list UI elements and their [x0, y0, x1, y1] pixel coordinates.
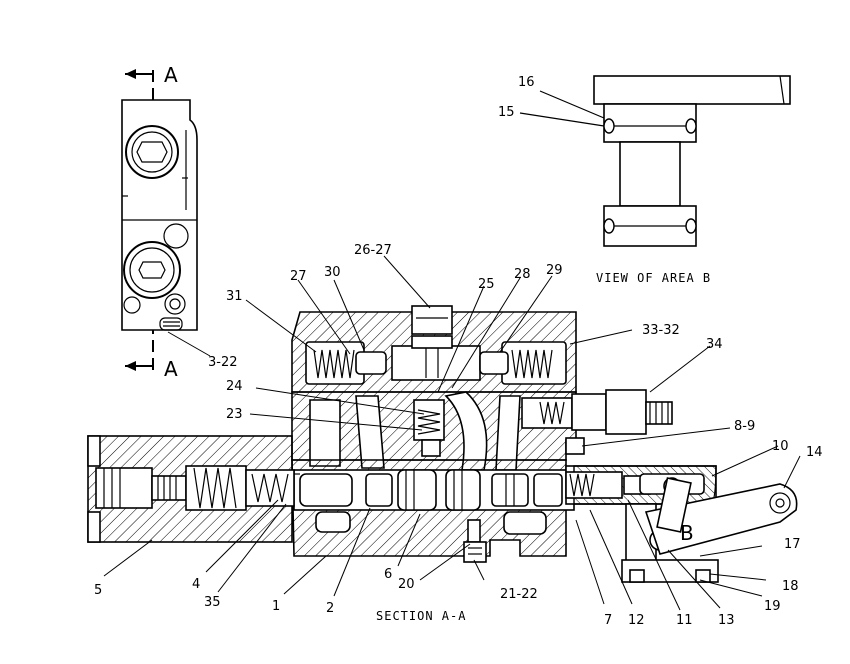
section-title: SECTION A-A	[376, 609, 466, 623]
callout-14: 14	[806, 445, 823, 460]
callout-5: 5	[94, 583, 102, 598]
callout-8-9: 8-9	[734, 419, 755, 434]
callout-labels: 16 15 26-27 27 30 25 28 29 31 33-32 34 3…	[94, 75, 823, 628]
callout-3-22: 3-22	[208, 355, 238, 370]
callout-21-22: 21-22	[500, 587, 538, 602]
callout-35: 35	[204, 595, 221, 610]
callout-2: 2	[326, 601, 334, 616]
area-b-view	[519, 75, 791, 247]
section-marker-bottom: A	[164, 357, 178, 381]
callout-28: 28	[514, 267, 531, 282]
callout-27: 27	[290, 269, 307, 284]
callout-31: 31	[226, 289, 243, 304]
callout-10: 10	[772, 439, 789, 454]
callout-19: 19	[764, 599, 781, 614]
end-view	[121, 69, 198, 371]
callout-11: 11	[676, 613, 693, 628]
callout-24: 24	[226, 379, 243, 394]
callout-17: 17	[784, 537, 801, 552]
leader-lines	[103, 255, 801, 611]
callout-26-27: 26-27	[354, 243, 392, 258]
callout-15: 15	[498, 105, 515, 120]
callout-23: 23	[226, 407, 243, 422]
callout-12: 12	[628, 613, 645, 628]
callout-6: 6	[384, 567, 392, 582]
view-b-title: VIEW OF AREA B	[596, 271, 711, 285]
section-marker-top: A	[164, 63, 178, 87]
callout-33-32: 33-32	[642, 323, 680, 338]
callout-18: 18	[782, 579, 799, 594]
area-b-label: B	[680, 521, 694, 545]
callout-4: 4	[192, 577, 200, 592]
callout-16: 16	[518, 75, 535, 90]
callout-34: 34	[706, 337, 723, 352]
callout-13: 13	[718, 613, 735, 628]
callout-30: 30	[324, 265, 341, 280]
callout-25: 25	[478, 277, 495, 292]
callout-29: 29	[546, 263, 563, 278]
callout-20: 20	[398, 577, 415, 592]
callout-1: 1	[272, 599, 280, 614]
callout-7: 7	[604, 613, 612, 628]
